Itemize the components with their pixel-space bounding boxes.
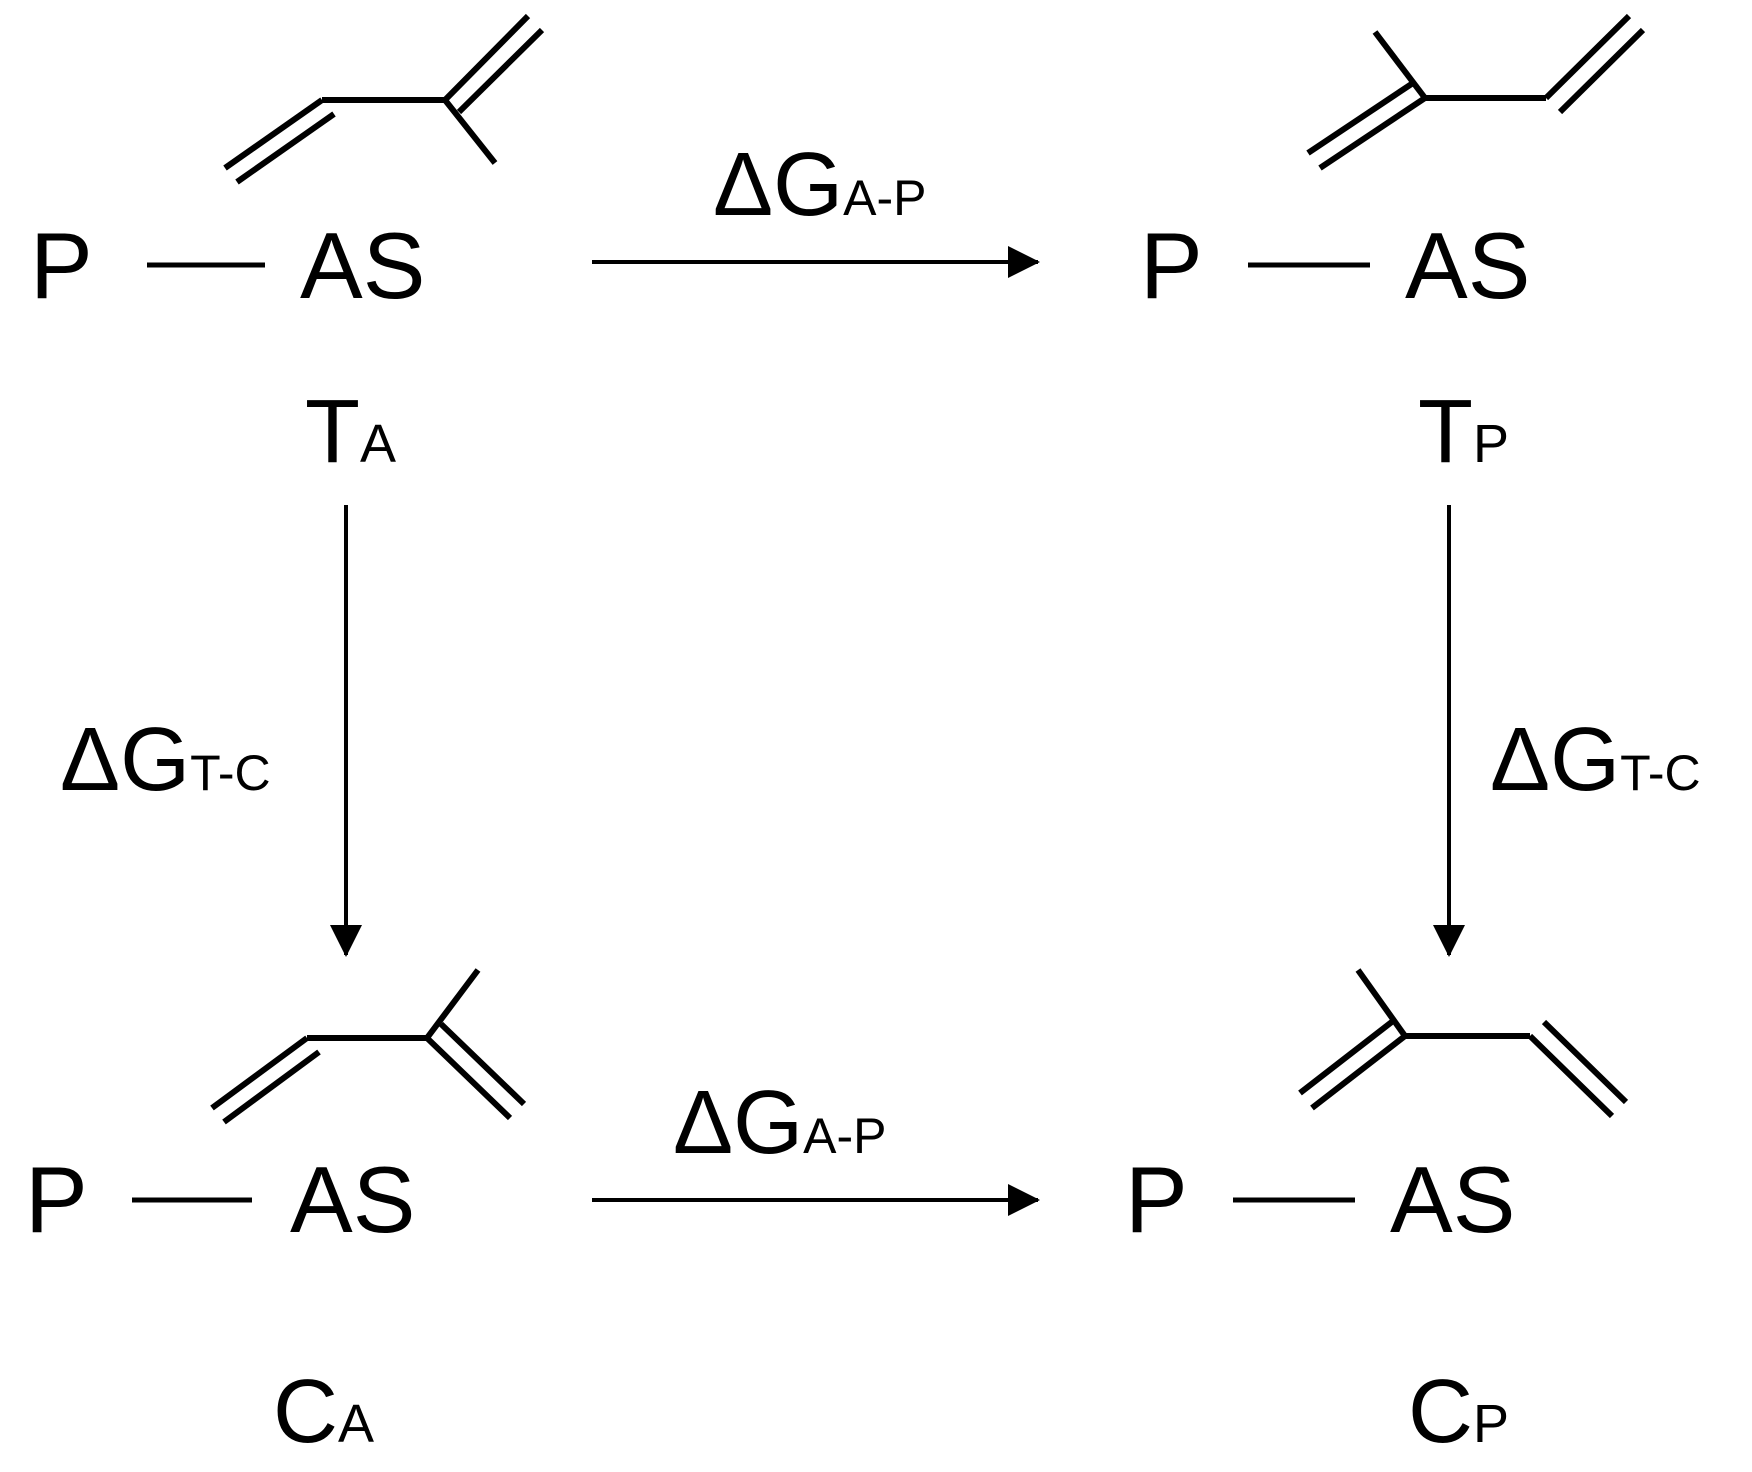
- transition-bottom: ΔGA-P: [592, 1073, 1040, 1216]
- state-name-TP: TP: [1418, 382, 1509, 482]
- state-name-CP: CP: [1408, 1362, 1509, 1462]
- protein-label-CP: P: [1125, 1147, 1188, 1252]
- active-site-label-TA: AS: [300, 213, 425, 318]
- state-name-CA: CA: [273, 1362, 374, 1462]
- active-site-label-CP: AS: [1390, 1147, 1515, 1252]
- state-name-TA: TA: [305, 382, 396, 482]
- isoprene-structure-TP: [1306, 13, 1646, 171]
- protein-label-TA: P: [30, 213, 93, 318]
- state-CP: P AS CP: [1125, 968, 1629, 1462]
- energy-label-right: ΔGT-C: [1490, 710, 1701, 810]
- isoprene-structure-CA: [210, 968, 527, 1125]
- protein-label-TP: P: [1140, 213, 1203, 318]
- energy-label-top: ΔGA-P: [713, 135, 926, 235]
- isoprene-structure-CP: [1298, 968, 1629, 1119]
- transition-top: ΔGA-P: [592, 135, 1040, 278]
- transition-right: ΔGT-C: [1433, 505, 1701, 957]
- protein-label-CA: P: [25, 1147, 88, 1252]
- active-site-label-CA: AS: [290, 1147, 415, 1252]
- transition-left: ΔGT-C: [60, 505, 362, 957]
- isoprene-structure-TA: [223, 13, 545, 185]
- energy-label-left: ΔGT-C: [60, 710, 271, 810]
- state-TP: P AS TP: [1140, 13, 1646, 482]
- state-TA: P AS TA: [30, 13, 545, 482]
- energy-label-bottom: ΔGA-P: [673, 1073, 886, 1173]
- state-CA: P AS CA: [25, 968, 527, 1462]
- active-site-label-TP: AS: [1405, 213, 1530, 318]
